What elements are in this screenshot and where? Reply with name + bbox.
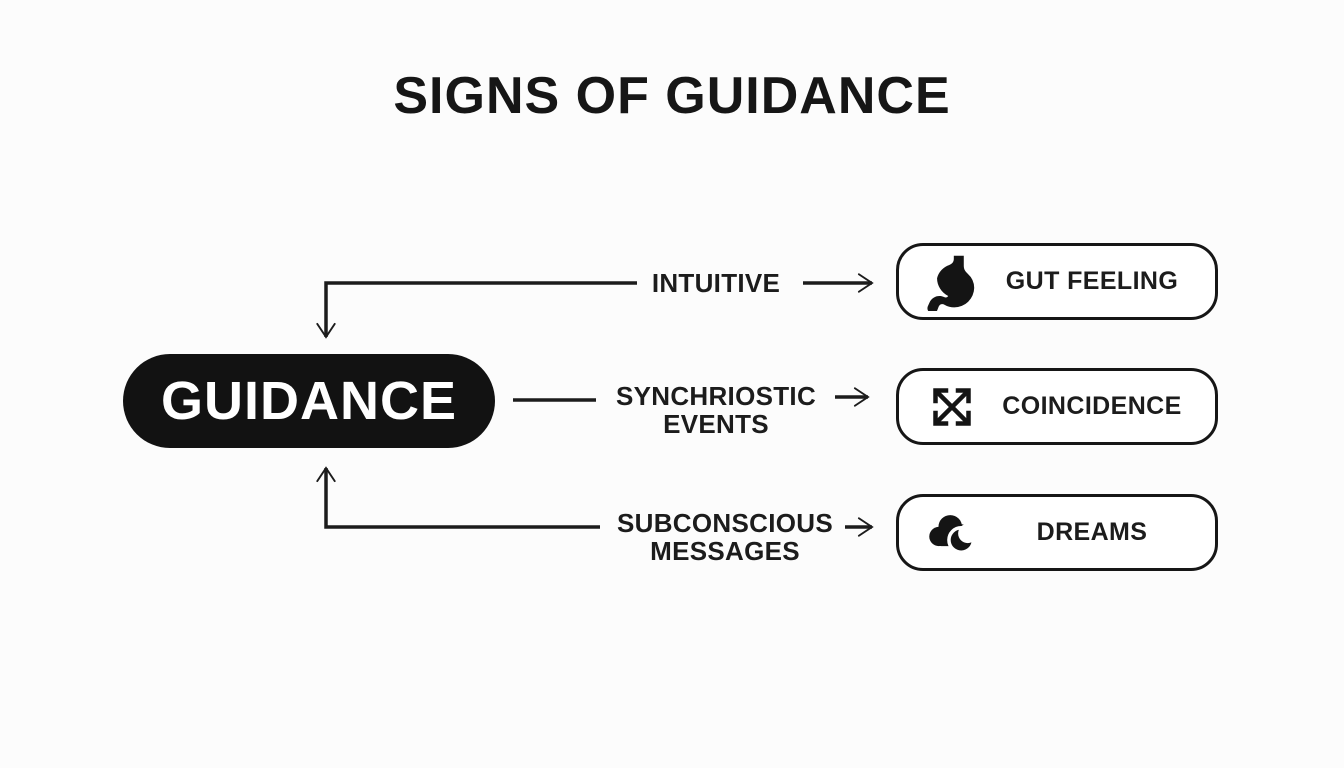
connector-intuitive-to-guidance	[316, 281, 637, 339]
guidance-node-label: GUIDANCE	[160, 371, 457, 431]
branch-label-subconscious-messages: SUBCONSCIOUS MESSAGES	[617, 508, 833, 566]
result-label: GUT FEELING	[1005, 267, 1179, 295]
result-box-gut-feeling: GUT FEELING	[896, 243, 1218, 320]
branch-label-synchriostic-events: SYNCHRIOSTIC EVENTS	[615, 381, 817, 439]
result-box-dreams: DREAMS	[896, 494, 1218, 571]
stomach-icon	[921, 253, 983, 311]
crossing-arrows-icon	[921, 383, 983, 431]
guidance-node: GUIDANCE	[123, 354, 495, 448]
diagram-title: SIGNS OF GUIDANCE	[393, 67, 951, 125]
connector-subconscious-to-guidance	[316, 466, 600, 529]
branch-label-intuitive: INTUITIVE	[651, 268, 781, 298]
result-box-coincidence: COINCIDENCE	[896, 368, 1218, 445]
result-label: DREAMS	[1036, 518, 1148, 546]
cloud-moon-icon	[921, 508, 983, 558]
result-label: COINCIDENCE	[1002, 392, 1182, 420]
